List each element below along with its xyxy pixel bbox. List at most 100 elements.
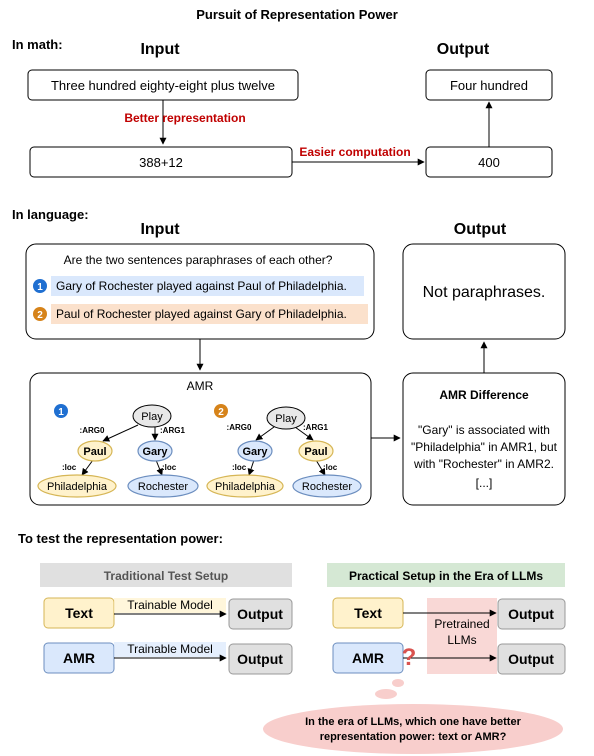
sentence1-badge — [33, 279, 47, 293]
prac-output-label-1: Output — [508, 606, 554, 622]
sentence1-badge-num: 1 — [37, 282, 43, 293]
amr2-edge-arg0 — [255, 426, 275, 441]
llm-label-line1: Pretrained — [434, 617, 489, 631]
math-input-text: Three hundred eighty-eight plus twelve — [51, 78, 275, 93]
amr1-arg0-text: Paul — [83, 446, 106, 458]
traditional-header-bg — [40, 563, 292, 587]
sentence1-text: Gary of Rochester played against Paul of… — [56, 279, 347, 293]
sentence2-highlight — [51, 304, 368, 324]
amr2-loc0-node — [206, 474, 284, 498]
math-label: In math: — [12, 37, 63, 52]
lang-input-header: Input — [140, 221, 180, 238]
prac-output-box-2 — [497, 643, 566, 675]
practical-header-bg — [327, 563, 565, 587]
amr1-loc-label-left: :loc — [62, 463, 77, 472]
trad-output-box-1 — [228, 598, 293, 630]
trad-model-band-1 — [114, 598, 226, 613]
math-output-text: Four hundred — [450, 78, 528, 93]
amr1-arg1-label: :ARG1 — [160, 426, 185, 435]
lang-output-header: Output — [454, 221, 507, 238]
amr-graph-1: 1 Play :ARG0 :ARG1 Paul Gary :loc :loc P… — [37, 404, 199, 498]
amr2-loc-label-left: :loc — [232, 463, 247, 472]
amr-graph-2: 2 Play :ARG0 :ARG1 Gary Paul :loc :loc P… — [206, 404, 362, 498]
amr2-edge-loc1 — [315, 459, 326, 476]
sentence2-badge-num: 2 — [37, 310, 43, 321]
trad-output-label-2: Output — [237, 651, 283, 667]
math-expr-text: 388+12 — [139, 155, 183, 170]
llm-band — [427, 598, 497, 674]
amr2-arg0-node — [237, 440, 273, 462]
amr-diff-title: AMR Difference — [439, 388, 529, 402]
prac-amr-label: AMR — [352, 650, 384, 666]
amr1-edge-arg0 — [102, 424, 139, 442]
trad-text-label: Text — [65, 605, 93, 621]
amr2-arg1-text: Paul — [304, 446, 327, 458]
amr2-loc1-text: Rochester — [302, 481, 352, 493]
amr-diff-line: with "Rochester" in AMR2. — [413, 457, 554, 471]
math-better-rep: Better representation — [124, 111, 245, 125]
amr1-arg0-label: :ARG0 — [80, 426, 105, 435]
amr2-arg0-text: Gary — [242, 446, 268, 458]
amr-diff-line: "Philadelphia" in AMR1, but — [411, 440, 558, 454]
cloud-line1: In the era of LLMs, which one have bette… — [305, 716, 521, 728]
traditional-title: Traditional Test Setup — [104, 569, 228, 583]
amr1-loc1-node — [127, 474, 199, 498]
amr1-root-label: Play — [141, 411, 163, 423]
prac-text-label: Text — [354, 605, 382, 621]
math-output-header: Output — [437, 41, 490, 58]
amr1-arg0-node — [77, 440, 113, 462]
amr1-arg1-text: Gary — [142, 446, 168, 458]
sentence1-highlight — [51, 276, 364, 296]
thought-bubble-medium — [375, 689, 397, 699]
amr2-edge-arg1 — [294, 426, 314, 441]
amr2-loc-label-right: :loc — [323, 463, 338, 472]
practical-title: Practical Setup in the Era of LLMs — [349, 569, 543, 583]
amr-diff-line: "Gary" is associated with — [418, 423, 550, 437]
math-input-header: Input — [140, 41, 180, 58]
amr2-arg0-label: :ARG0 — [227, 423, 252, 432]
test-heading: To test the representation power: — [18, 531, 223, 546]
amr1-loc-label-right: :loc — [162, 463, 177, 472]
amr2-loc0-text: Philadelphia — [215, 481, 276, 493]
amr1-root-node — [132, 404, 172, 428]
trad-output-label-1: Output — [237, 606, 283, 622]
amr1-loc0-node — [37, 474, 117, 498]
amr2-badge — [214, 404, 228, 418]
thought-bubble-small — [392, 679, 404, 687]
amr1-edge-loc1 — [155, 459, 163, 476]
lang-question: Are the two sentences paraphrases of eac… — [64, 253, 333, 267]
amr-diff-line: [...] — [476, 476, 493, 490]
question-mark: ? — [402, 644, 417, 671]
math-easier: Easier computation — [299, 145, 410, 159]
question-cloud — [263, 704, 563, 754]
llm-label-line2: LLMs — [447, 633, 476, 647]
amr2-root-label: Play — [275, 413, 297, 425]
amr2-arg1-label: :ARG1 — [303, 423, 328, 432]
amr1-badge-num: 1 — [58, 407, 64, 418]
trad-model-label-2: Trainable Model — [127, 642, 213, 656]
amr-box — [29, 372, 372, 506]
amr1-loc0-text: Philadelphia — [47, 481, 108, 493]
lang-output-text: Not paraphrases. — [423, 284, 546, 301]
amr2-badge-num: 2 — [218, 407, 224, 418]
trad-amr-label: AMR — [63, 650, 95, 666]
figure-title: Pursuit of Representation Power — [196, 7, 398, 22]
sentence2-badge — [33, 307, 47, 321]
prac-output-box-1 — [497, 598, 566, 630]
lang-output-box — [402, 243, 566, 340]
amr2-arg1-node — [298, 440, 334, 462]
sentence2-text: Paul of Rochester played against Gary of… — [56, 307, 347, 321]
amr2-root-node — [266, 406, 306, 430]
amr1-badge — [54, 404, 68, 418]
trad-model-label-1: Trainable Model — [127, 598, 213, 612]
cloud-line2: representation power: text or AMR? — [320, 731, 507, 743]
math-result-text: 400 — [478, 155, 500, 170]
amr-title: AMR — [187, 379, 214, 393]
amr2-edge-loc0 — [247, 459, 255, 476]
trad-output-box-2 — [228, 643, 293, 675]
math-output-box — [425, 69, 553, 101]
lang-label: In language: — [12, 207, 89, 222]
amr1-arg1-node — [137, 440, 173, 462]
amr2-loc1-node — [292, 474, 362, 498]
